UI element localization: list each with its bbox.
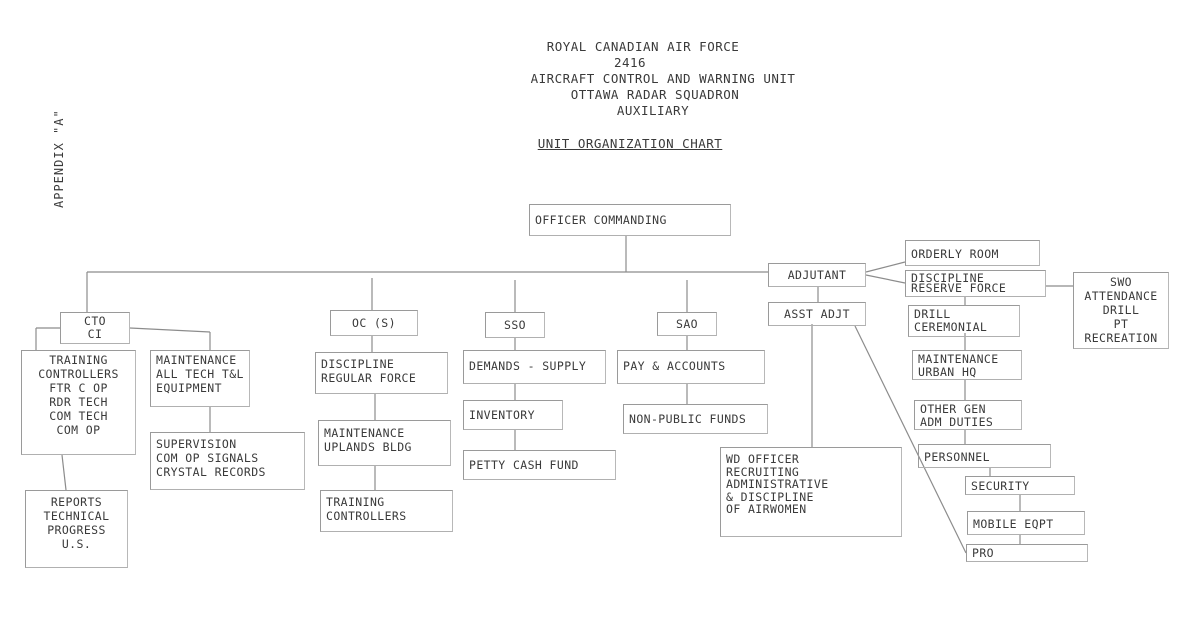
node-line: DEMANDS - SUPPLY (469, 359, 587, 373)
node-line: & DISCIPLINE (726, 489, 814, 504)
header-line-5: AUXILIARY (616, 103, 690, 118)
node-other-gen: OTHER GEN ADM DUTIES (914, 400, 1022, 430)
node-maintenance-uplands: MAINTENANCE UPLANDS BLDG (318, 420, 451, 466)
node-inventory: INVENTORY (463, 400, 563, 430)
node-line: URBAN HQ (918, 365, 977, 379)
node-line: TECHNICAL (43, 509, 110, 523)
node-line: PT (1113, 317, 1129, 331)
node-line: ASST ADJT (784, 307, 850, 321)
node-line: RECREATION (1084, 331, 1158, 345)
node-maintenance-urban: MAINTENANCE URBAN HQ (912, 350, 1022, 380)
node-line: UPLANDS BLDG (324, 440, 412, 454)
node-line: TRAINING (326, 495, 385, 509)
node-line: SWO (1110, 275, 1132, 289)
node-line: INVENTORY (469, 408, 535, 422)
node-non-public-funds: NON-PUBLIC FUNDS (623, 404, 768, 434)
node-line: DRILL (914, 307, 951, 321)
node-line: SAO (676, 317, 698, 331)
node-oc-s: OC (S) (330, 310, 418, 336)
node-training-controllers-s: TRAINING CONTROLLERS (320, 490, 453, 532)
node-line: OFFICER COMMANDING (535, 213, 667, 227)
node-line: SECURITY (971, 479, 1030, 493)
node-supervision: SUPERVISION COM OP SIGNALS CRYSTAL RECOR… (150, 432, 305, 490)
node-line: RDR TECH (49, 395, 108, 409)
node-line: PERSONNEL (924, 450, 990, 464)
node-officer-commanding: OFFICER COMMANDING (529, 204, 731, 236)
node-line: REPORTS (50, 495, 103, 509)
node-line: CEREMONIAL (914, 320, 988, 334)
node-demands-supply: DEMANDS - SUPPLY (463, 350, 606, 384)
node-line: ORDERLY ROOM (911, 247, 999, 261)
node-training-controllers: TRAINING CONTROLLERS FTR C OP RDR TECH C… (21, 350, 136, 455)
node-line: PROGRESS (47, 523, 106, 537)
node-line: FTR C OP (49, 381, 108, 395)
node-line: DRILL (1102, 303, 1140, 317)
node-line: NON-PUBLIC FUNDS (629, 412, 747, 426)
node-line: PETTY CASH FUND (469, 458, 579, 472)
node-line: SSO (504, 318, 526, 332)
node-mobile-eqpt: MOBILE EQPT (967, 511, 1085, 535)
node-line: CI (87, 327, 103, 341)
node-discipline-regular: DISCIPLINE REGULAR FORCE (315, 352, 448, 394)
node-line: WD OFFICER (726, 452, 800, 466)
node-line: CTO (84, 314, 106, 328)
node-line: ADJUTANT (787, 268, 847, 282)
node-line: ADMINISTRATIVE (726, 477, 829, 491)
node-line: MAINTENANCE (156, 353, 237, 367)
node-line: EQUIPMENT (156, 381, 222, 395)
node-sso: SSO (485, 312, 545, 338)
node-line: U.S. (61, 537, 92, 551)
node-line: MOBILE EQPT (973, 517, 1054, 531)
header-line-3: AIRCRAFT CONTROL AND WARNING UNIT (530, 71, 796, 86)
node-line: DISCIPLINE (321, 357, 395, 371)
node-sao: SAO (657, 312, 717, 336)
node-cto: CTO CI (60, 312, 130, 344)
header-line-4: OTTAWA RADAR SQUADRON (570, 87, 740, 102)
node-line: PRO (972, 546, 994, 560)
header-line-2: 2416 (613, 55, 647, 70)
node-line: RESERVE FORCE (911, 281, 1007, 295)
node-line: OC (S) (352, 316, 396, 330)
node-line: CRYSTAL RECORDS (156, 465, 266, 479)
node-pay-accounts: PAY & ACCOUNTS (617, 350, 765, 384)
node-pro: PRO (966, 544, 1088, 562)
node-maintenance-tech: MAINTENANCE ALL TECH T&L EQUIPMENT (150, 350, 250, 407)
node-line: COM TECH (49, 409, 108, 423)
node-petty-cash: PETTY CASH FUND (463, 450, 616, 480)
node-line: OTHER GEN (920, 402, 986, 416)
node-discipline-reserve: DISCIPLINE RESERVE FORCE (905, 270, 1046, 297)
node-line: RECRUITING (726, 464, 800, 479)
node-drill-ceremonial: DRILL CEREMONIAL (908, 305, 1020, 337)
node-adjutant: ADJUTANT (768, 263, 866, 287)
node-line: COM OP (56, 423, 101, 437)
node-line: PAY & ACCOUNTS (623, 359, 726, 373)
node-swo: SWO ATTENDANCE DRILL PT RECREATION (1073, 272, 1169, 349)
header-line-1: ROYAL CANADIAN AIR FORCE (546, 39, 740, 54)
node-orderly-room: ORDERLY ROOM (905, 240, 1040, 266)
node-line: ADM DUTIES (920, 415, 994, 429)
node-line: OF AIRWOMEN (726, 502, 807, 516)
node-line: ALL TECH T&L (156, 367, 244, 381)
node-line: MAINTENANCE (918, 352, 999, 366)
node-security: SECURITY (965, 476, 1075, 495)
node-line: CONTROLLERS (326, 509, 407, 523)
node-line: SUPERVISION (156, 437, 237, 451)
node-personnel: PERSONNEL (918, 444, 1051, 468)
node-line: COM OP SIGNALS (156, 451, 259, 465)
appendix-label: APPENDIX "A" (52, 109, 66, 208)
node-line: REGULAR FORCE (321, 371, 417, 385)
node-wd-officer: WD OFFICER RECRUITING ADMINISTRATIVE & D… (720, 447, 902, 537)
node-line: DISCIPLINE (911, 271, 985, 285)
node-reports: REPORTS TECHNICAL PROGRESS U.S. (25, 490, 128, 568)
node-asst-adjt: ASST ADJT (768, 302, 866, 326)
node-line: TRAINING (49, 353, 108, 367)
node-line: CONTROLLERS (38, 367, 119, 381)
node-line: ATTENDANCE (1084, 289, 1158, 303)
chart-title: UNIT ORGANIZATION CHART (537, 136, 723, 151)
node-line: MAINTENANCE (324, 426, 405, 440)
